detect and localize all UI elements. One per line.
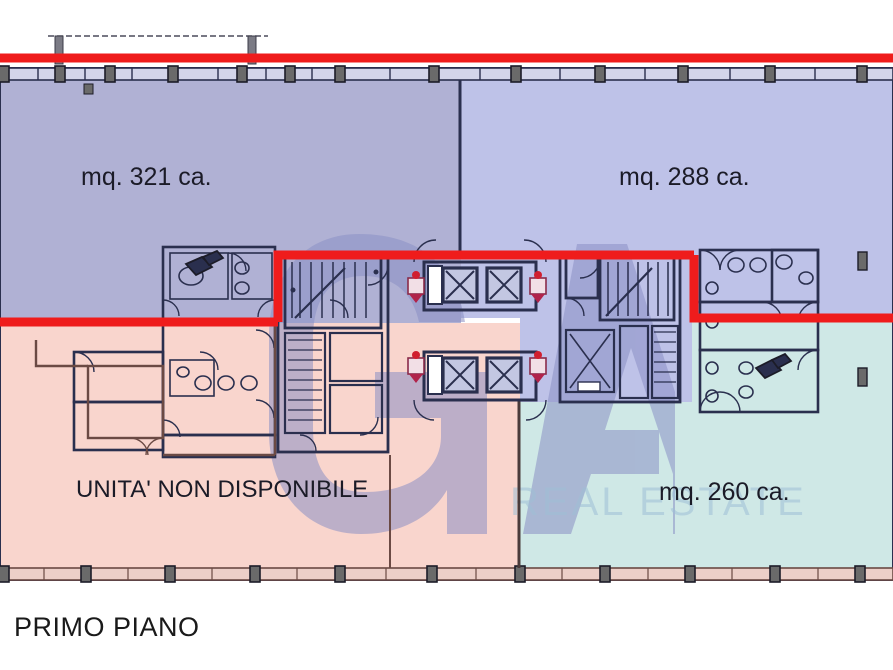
floorplan-canvas: REAL ESTATE [0, 35, 893, 583]
floor-caption: PRIMO PIANO [14, 612, 200, 642]
zone-unit-top-right [461, 68, 893, 318]
zone-unit-bottom-right-upper [690, 318, 893, 402]
zone-unit-top-left [0, 68, 461, 323]
area-label-bottom-left: UNITA' NON DISPONIBILE [76, 476, 369, 503]
area-label-bottom-right: mq. 260 ca. [659, 478, 790, 506]
area-label-top-right: mq. 288 ca. [619, 163, 750, 191]
zone-core-band-right [520, 318, 692, 402]
zone-unit-bottom-left [0, 323, 520, 580]
area-label-top-left: mq. 321 ca. [81, 163, 212, 191]
